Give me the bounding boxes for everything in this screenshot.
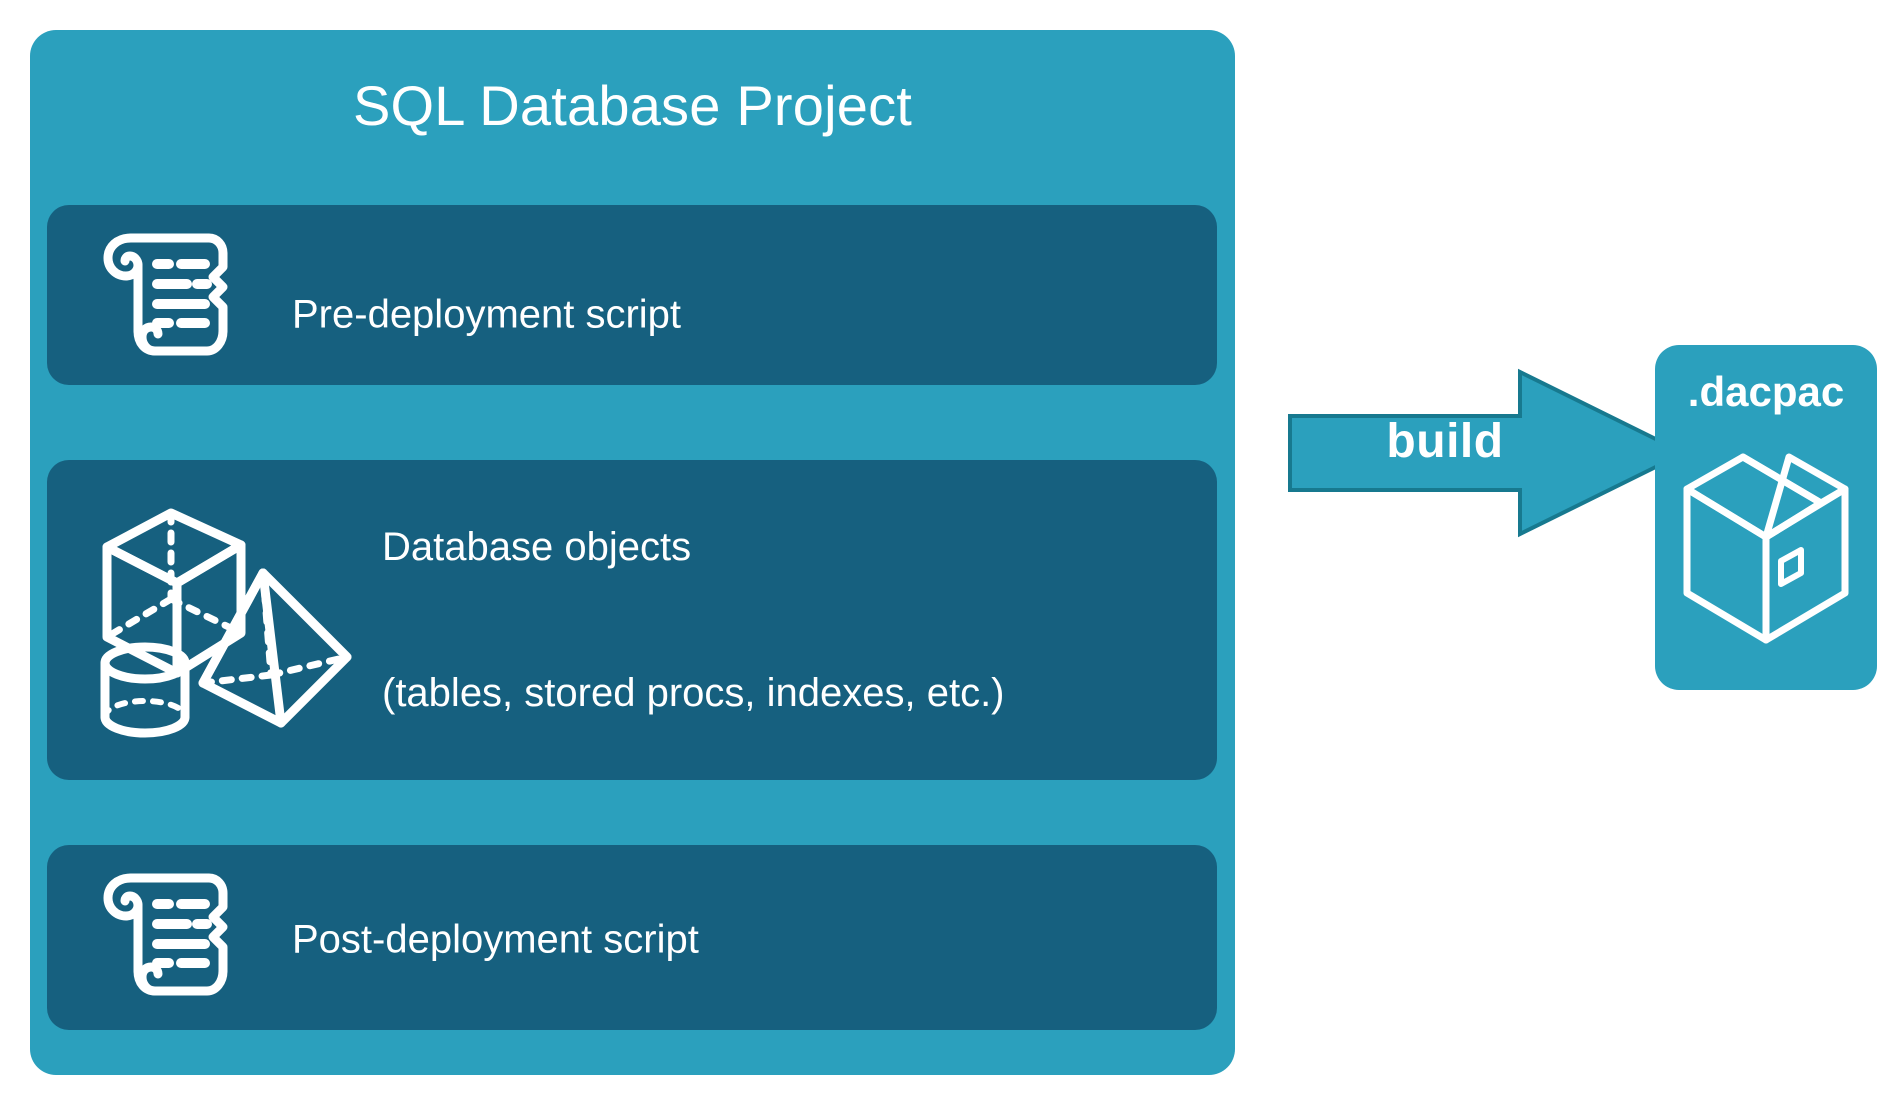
pre-deployment-panel[interactable]: Pre-deployment script xyxy=(47,205,1217,385)
build-arrow-icon xyxy=(1288,368,1689,538)
dacpac-title: .dacpac xyxy=(1687,368,1845,415)
scroll-icon xyxy=(97,227,237,367)
database-objects-panel[interactable]: Database objects (tables, stored procs, … xyxy=(47,460,1217,780)
page-title: SQL Database Project xyxy=(352,74,913,137)
package-box-icon xyxy=(1681,433,1851,653)
dacpac-output-card: .dacpac xyxy=(1655,345,1877,690)
pre-deployment-label: Pre-deployment script xyxy=(292,292,682,337)
post-deployment-label: Post-deployment script xyxy=(292,917,699,962)
database-objects-label-line2: (tables, stored procs, indexes, etc.) xyxy=(382,670,1005,715)
database-objects-label-line1: Database objects xyxy=(382,524,692,569)
database-objects-label: Database objects (tables, stored procs, … xyxy=(382,425,1005,815)
shapes-icon xyxy=(95,495,355,745)
sql-database-project-card: SQL Database Project xyxy=(30,30,1235,1075)
scroll-icon xyxy=(97,867,237,1007)
post-deployment-panel[interactable]: Post-deployment script xyxy=(47,845,1217,1030)
